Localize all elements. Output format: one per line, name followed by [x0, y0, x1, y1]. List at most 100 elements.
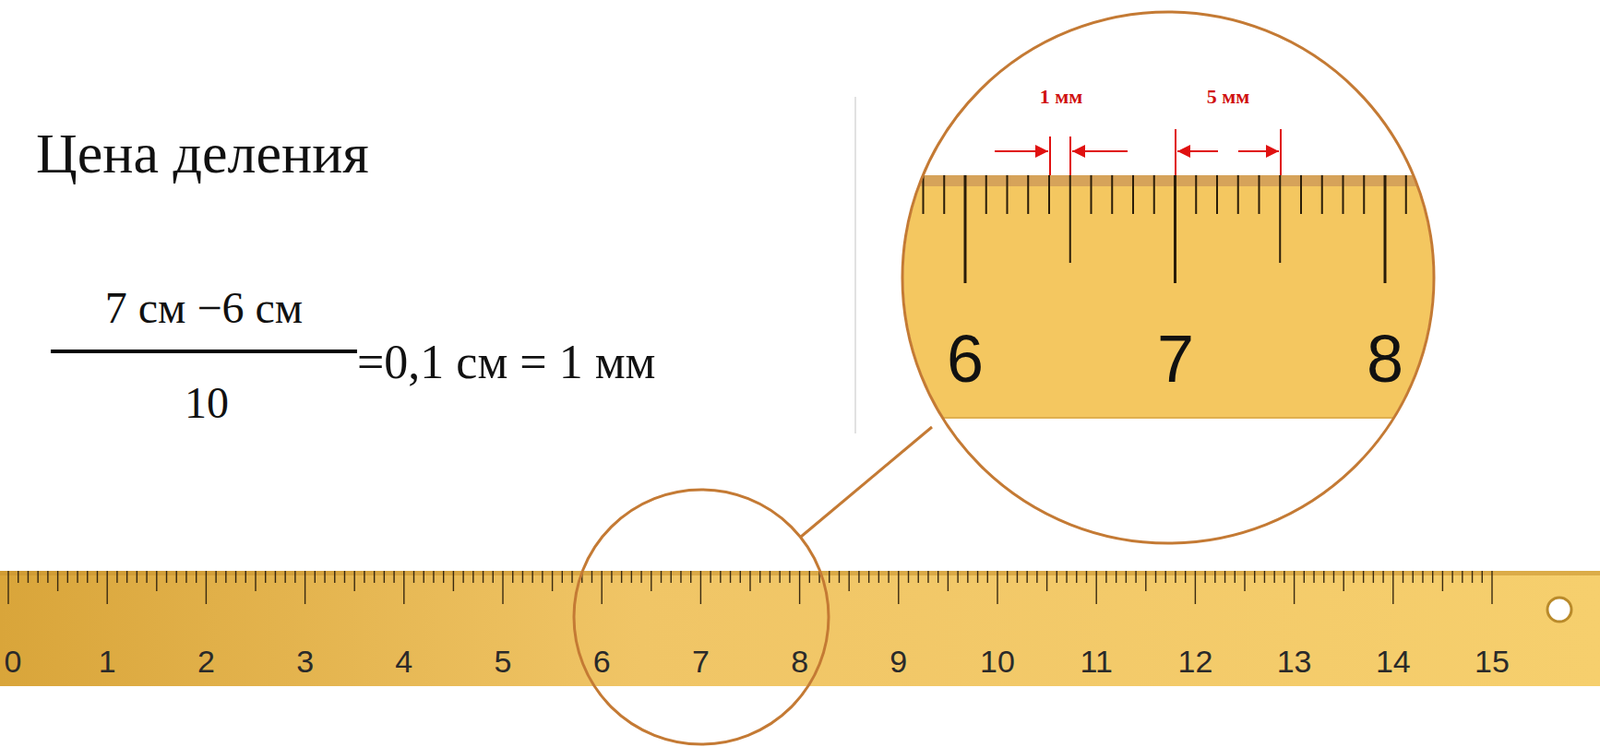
tick — [897, 571, 899, 605]
tick — [887, 571, 889, 584]
formula-denominator: 10 — [184, 381, 229, 426]
tick — [1253, 571, 1255, 584]
tick — [1006, 175, 1009, 215]
tick — [1026, 175, 1029, 215]
zoom-number: 7 — [1157, 325, 1195, 393]
tick — [1132, 175, 1135, 215]
tick — [373, 571, 375, 584]
tick — [680, 571, 681, 584]
tick — [1333, 571, 1335, 584]
tick — [670, 571, 672, 584]
separator-line — [854, 96, 857, 434]
tick — [1392, 571, 1394, 605]
tick — [1412, 571, 1414, 584]
tick — [531, 571, 533, 584]
tick — [1095, 571, 1097, 605]
tick — [264, 571, 266, 584]
tick — [868, 571, 870, 584]
tick — [620, 571, 622, 584]
tick — [1405, 175, 1408, 215]
tick — [759, 571, 761, 584]
tick — [274, 571, 276, 584]
tick — [1323, 571, 1325, 584]
tick — [423, 571, 425, 584]
tick — [254, 571, 256, 592]
tick — [858, 571, 860, 584]
tick — [1461, 571, 1463, 584]
scale-number: 5 — [494, 645, 513, 678]
tick — [482, 571, 484, 584]
tick — [116, 571, 118, 584]
scale-number: 12 — [1177, 645, 1213, 678]
tick — [907, 571, 909, 584]
tick — [453, 571, 454, 592]
tick — [1075, 571, 1077, 584]
tick — [47, 571, 48, 584]
tick — [1426, 175, 1429, 215]
scale-number: 2 — [197, 645, 215, 678]
tick — [1145, 571, 1147, 592]
tick — [561, 571, 563, 584]
tick — [749, 571, 751, 592]
tick — [1153, 175, 1156, 215]
tick — [1224, 571, 1226, 584]
tick — [1273, 571, 1275, 584]
tick — [323, 571, 325, 584]
tick — [442, 571, 444, 584]
zoom-ruler-body — [885, 175, 1458, 418]
big-zoom-circle — [902, 11, 1434, 544]
tick — [878, 571, 880, 584]
tick — [27, 571, 29, 584]
tick — [1442, 571, 1444, 592]
tick — [778, 571, 780, 584]
tick — [462, 571, 464, 584]
tick — [1283, 571, 1285, 584]
tick — [1234, 571, 1236, 584]
scale-number: 4 — [394, 645, 413, 678]
zoom-ruler-bottom — [885, 417, 1458, 419]
tick — [1402, 571, 1404, 584]
tick — [922, 175, 925, 215]
tick — [1165, 571, 1167, 584]
tick — [1105, 571, 1107, 584]
tick — [1300, 175, 1302, 215]
tick — [344, 571, 346, 584]
tick — [1125, 571, 1127, 584]
tick — [472, 571, 474, 584]
tick — [551, 571, 553, 592]
tick — [403, 571, 405, 605]
scale-number: 7 — [692, 645, 710, 678]
tick — [985, 175, 988, 215]
tick — [1451, 571, 1453, 584]
tick — [937, 571, 939, 584]
tick — [1056, 571, 1058, 584]
tick — [1194, 175, 1197, 215]
tick — [1293, 571, 1295, 605]
scale-number: 11 — [1080, 645, 1113, 678]
tick — [690, 571, 692, 584]
tick — [591, 571, 593, 584]
zoom-number: 8 — [1366, 325, 1404, 393]
tick — [660, 571, 662, 584]
tick — [7, 571, 9, 605]
tick — [809, 571, 811, 584]
tick — [195, 571, 197, 584]
tick — [1342, 571, 1344, 592]
tick — [1110, 175, 1113, 215]
tick — [1384, 175, 1387, 284]
ruler-ticks — [8, 571, 1493, 605]
tick — [1342, 175, 1345, 215]
tick — [1046, 571, 1048, 592]
tick — [76, 571, 78, 584]
tick — [57, 571, 59, 592]
tick — [1086, 571, 1087, 584]
scale-number: 14 — [1375, 645, 1411, 678]
scale-number: 13 — [1277, 645, 1313, 678]
tick — [176, 571, 178, 584]
tick — [967, 571, 968, 584]
zoom-number: 6 — [946, 325, 984, 393]
tick — [1069, 175, 1072, 263]
tick — [1006, 571, 1008, 584]
tick — [1194, 571, 1196, 605]
tick — [1491, 571, 1493, 605]
